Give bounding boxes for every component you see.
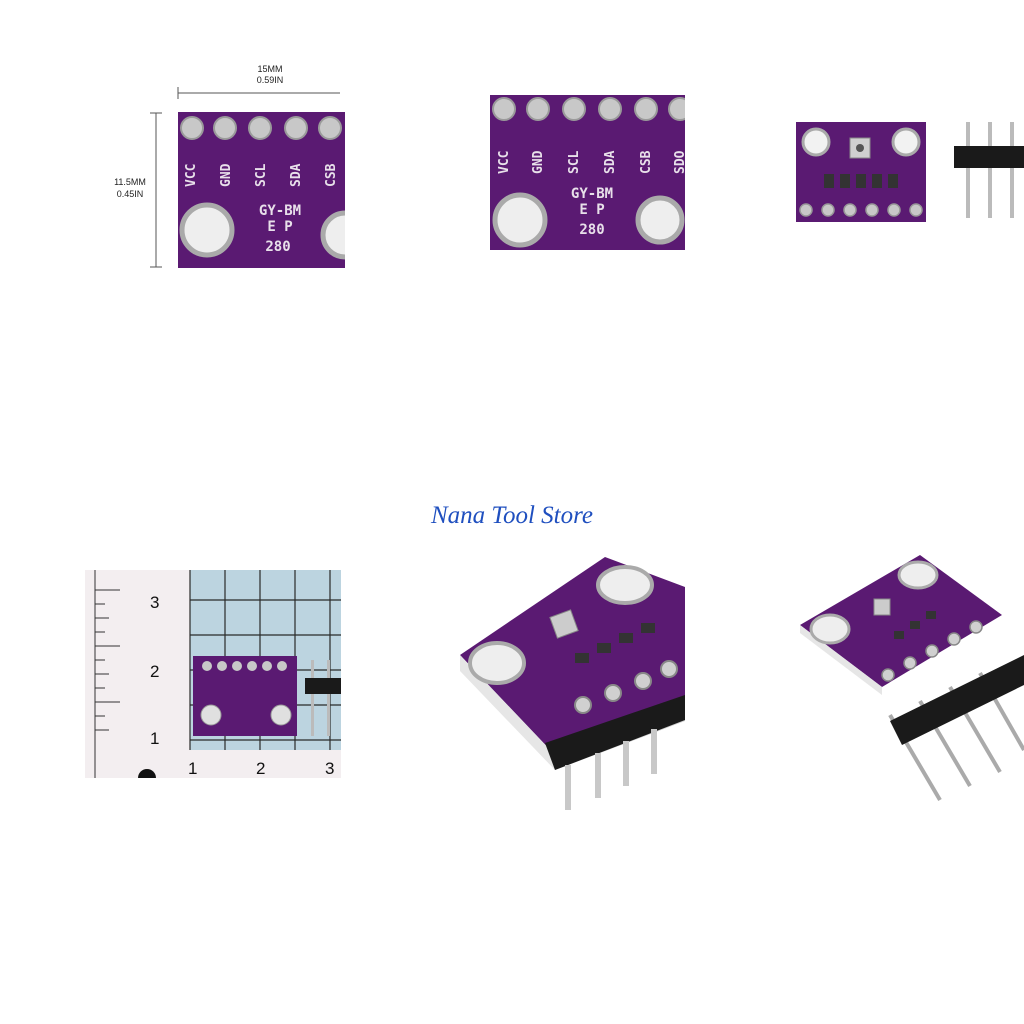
pin-label-sda-2: SDA	[603, 150, 618, 174]
angled-board-photo	[455, 545, 685, 815]
ruler-grid-photo: 3 2 1 1 2 3	[85, 570, 341, 778]
store-name: Nana Tool Store	[430, 502, 594, 529]
board-closeup-photo: VCC GND SCL SDA CSB SDO GY-BM E P 280	[480, 80, 685, 255]
ruler-label-1: 1	[150, 729, 159, 748]
height-mm-label: 11.5MM	[114, 177, 146, 187]
ruler-bottom-1: 1	[188, 759, 197, 778]
mounting-hole	[179, 202, 235, 258]
pin-label-scl: SCL	[254, 163, 269, 187]
pin-label-csb-2: CSB	[639, 150, 654, 174]
pin-header	[954, 122, 1024, 218]
ruler-label-2: 2	[150, 662, 159, 681]
board-text-line2: E P	[267, 219, 292, 235]
pin-label-csb: CSB	[324, 163, 339, 187]
board-text-line2-2: E P	[579, 202, 604, 218]
pin-label-vcc-2: VCC	[497, 151, 512, 174]
pin-label-sdo-2: SDO	[673, 150, 685, 174]
pin-label-sda: SDA	[289, 163, 304, 187]
board-text-line3: 280	[265, 239, 290, 255]
pin-label-gnd: GND	[219, 163, 234, 187]
pin-label-scl-2: SCL	[567, 150, 582, 174]
board-text-line3-2: 280	[579, 222, 604, 238]
width-in-label: 0.59IN	[257, 75, 284, 85]
board-top-photo	[790, 110, 1024, 235]
height-in-label: 0.45IN	[117, 189, 144, 199]
board-text-line1: GY-BM	[259, 203, 301, 219]
pin-label-gnd-2: GND	[531, 150, 546, 174]
ruler-bottom-2: 2	[256, 759, 265, 778]
width-mm-label: 15MM	[257, 64, 282, 74]
ruler-label-3: 3	[150, 593, 159, 612]
pin-label-vcc: VCC	[184, 164, 199, 187]
board-text-line1-2: GY-BM	[571, 186, 613, 202]
dimension-photo: 15MM 0.59IN 11.5MM 0.45IN VCC GND SCL SD…	[100, 55, 345, 285]
ruler-bottom-3: 3	[325, 759, 334, 778]
board-with-header-photo	[790, 545, 1024, 815]
